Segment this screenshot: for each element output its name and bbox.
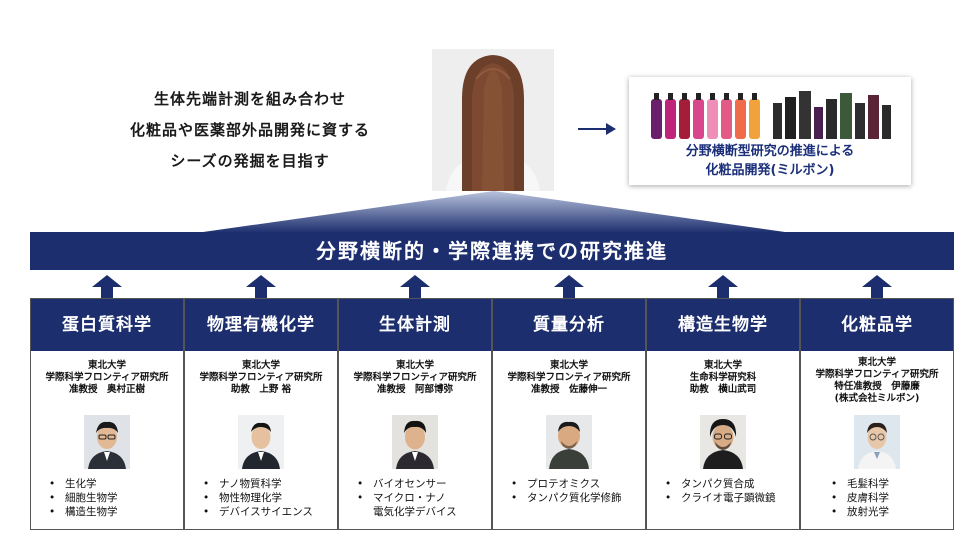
researcher-institute: 学際科学フロンティア研究所 [507, 372, 631, 383]
researcher-name: 助教 横山武司 [689, 384, 757, 395]
researcher-university: 東北大学 [241, 360, 280, 371]
researcher-university: 東北大学 [857, 357, 896, 368]
skill-item: デバイスサイエンス [203, 505, 335, 519]
researcher-institute: 学際科学フロンティア研究所 [45, 372, 169, 383]
up-arrow-icon [92, 275, 122, 299]
convergence-triangle [196, 191, 792, 233]
skill-item: 皮膚科学 [831, 491, 963, 505]
skill-list: 生化学 細胞生物学 構造生物学 [49, 477, 181, 519]
product-panel: 分野横断型研究の推進による 化粧品開発(ミルボン) [629, 77, 911, 185]
skill-item: 物性物理化学 [203, 491, 335, 505]
product-caption-line-2: 化粧品開発(ミルボン) [705, 163, 835, 178]
field-column-bio-measurement: 生体計測 東北大学 学際科学フロンティア研究所 准教授 阿部博弥 バイオセンサー… [338, 298, 492, 530]
researcher-institute: 学際科学フロンティア研究所 [353, 372, 477, 383]
researcher-photo [238, 415, 284, 469]
field-column-protein-science: 蛋白質科学 東北大学 学際科学フロンティア研究所 准教授 奥村正樹 生化学 細胞… [30, 298, 184, 530]
skill-item: 細胞生物学 [49, 491, 181, 505]
up-arrow-icon [862, 275, 892, 299]
skill-item: 毛髪科学 [831, 477, 963, 491]
research-banner: 分野横断的・学際連携での研究推進 [30, 232, 954, 270]
field-title: 生体計測 [339, 299, 491, 351]
researcher-name: 准教授 佐藤伸一 [530, 384, 607, 395]
arrow-right-icon [578, 123, 616, 135]
skill-item: バイオセンサー [357, 477, 489, 491]
hair-photo [432, 49, 554, 191]
field-column-mass-spectrometry: 質量分析 東北大学 学際科学フロンティア研究所 准教授 佐藤伸一 プロテオミクス… [492, 298, 646, 530]
up-arrow-icon [400, 275, 430, 299]
skill-item: 放射光学 [831, 505, 963, 519]
researcher-university: 東北大学 [549, 360, 588, 371]
researcher-name: 准教授 奥村正樹 [68, 384, 145, 395]
field-title: 化粧品学 [801, 299, 953, 351]
field-column-structural-biology: 構造生物学 東北大学 生命科学研究科 助教 横山武司 タンパク質合成 クライオ電… [646, 298, 800, 530]
skill-list: 毛髪科学 皮膚科学 放射光学 [831, 477, 963, 519]
researcher-university: 東北大学 [703, 360, 742, 371]
researcher-name: 助教 上野 裕 [230, 384, 292, 395]
goal-line-3: シーズの発掘を目指す [170, 152, 330, 170]
researcher-institute: 生命科学研究科 [689, 372, 757, 383]
researcher-info: 東北大学 学際科学フロンティア研究所 准教授 佐藤伸一 [493, 360, 645, 396]
field-title: 蛋白質科学 [31, 299, 183, 351]
skill-list: プロテオミクス タンパク質化学修飾 [511, 477, 643, 505]
product-bottles-image [651, 91, 891, 139]
skill-item: タンパク質合成 [665, 477, 797, 491]
researcher-institute: 学際科学フロンティア研究所 [815, 369, 939, 380]
researcher-info: 東北大学 学際科学フロンティア研究所 助教 上野 裕 [185, 360, 337, 396]
field-title: 物理有機化学 [185, 299, 337, 351]
researcher-photo [392, 415, 438, 469]
field-title: 質量分析 [493, 299, 645, 351]
field-column-physical-organic-chemistry: 物理有機化学 東北大学 学際科学フロンティア研究所 助教 上野 裕 ナノ物質科学… [184, 298, 338, 530]
field-title: 構造生物学 [647, 299, 799, 351]
researcher-info: 東北大学 生命科学研究科 助教 横山武司 [647, 360, 799, 396]
skill-list: タンパク質合成 クライオ電子顕微鏡 [665, 477, 797, 505]
up-arrow-icon [708, 275, 738, 299]
field-column-cosmetic-science: 化粧品学 東北大学 学際科学フロンティア研究所 特任准教授 伊藤廉 (株式会社ミ… [800, 298, 954, 530]
researcher-info: 東北大学 学際科学フロンティア研究所 准教授 奥村正樹 [31, 360, 183, 396]
skill-item: プロテオミクス [511, 477, 643, 491]
researcher-info: 東北大学 学際科学フロンティア研究所 特任准教授 伊藤廉 (株式会社ミルボン) [801, 357, 953, 405]
researcher-name: 准教授 阿部博弥 [376, 384, 453, 395]
goal-line-1: 生体先端計測を組み合わせ [153, 90, 346, 108]
skill-list: ナノ物質科学 物性物理化学 デバイスサイエンス [203, 477, 335, 519]
researcher-name: 特任准教授 伊藤廉 [834, 381, 920, 392]
researcher-photo [700, 415, 746, 469]
skill-list: バイオセンサー マイクロ・ナノ 電気化学デバイス [357, 477, 489, 519]
up-arrow-icon [554, 275, 584, 299]
researcher-affiliation: (株式会社ミルボン) [834, 393, 920, 404]
researcher-university: 東北大学 [395, 360, 434, 371]
skill-item: マイクロ・ナノ [357, 491, 489, 505]
skill-item: 生化学 [49, 477, 181, 491]
up-arrow-icon [246, 275, 276, 299]
researcher-photo [854, 415, 900, 469]
skill-item: タンパク質化学修飾 [511, 491, 643, 505]
skill-item: ナノ物質科学 [203, 477, 335, 491]
researcher-university: 東北大学 [87, 360, 126, 371]
skill-item: クライオ電子顕微鏡 [665, 491, 797, 505]
product-caption: 分野横断型研究の推進による 化粧品開発(ミルボン) [629, 142, 911, 180]
goal-statement: 生体先端計測を組み合わせ 化粧品や医薬部外品開発に資する シーズの発掘を目指す [120, 84, 380, 177]
skill-item: 構造生物学 [49, 505, 181, 519]
researcher-photo [84, 415, 130, 469]
goal-line-2: 化粧品や医薬部外品開発に資する [129, 121, 370, 139]
researcher-institute: 学際科学フロンティア研究所 [199, 372, 323, 383]
skill-item-continuation: 電気化学デバイス [373, 506, 457, 518]
researcher-info: 東北大学 学際科学フロンティア研究所 准教授 阿部博弥 [339, 360, 491, 396]
researcher-photo [546, 415, 592, 469]
product-caption-line-1: 分野横断型研究の推進による [685, 144, 855, 159]
